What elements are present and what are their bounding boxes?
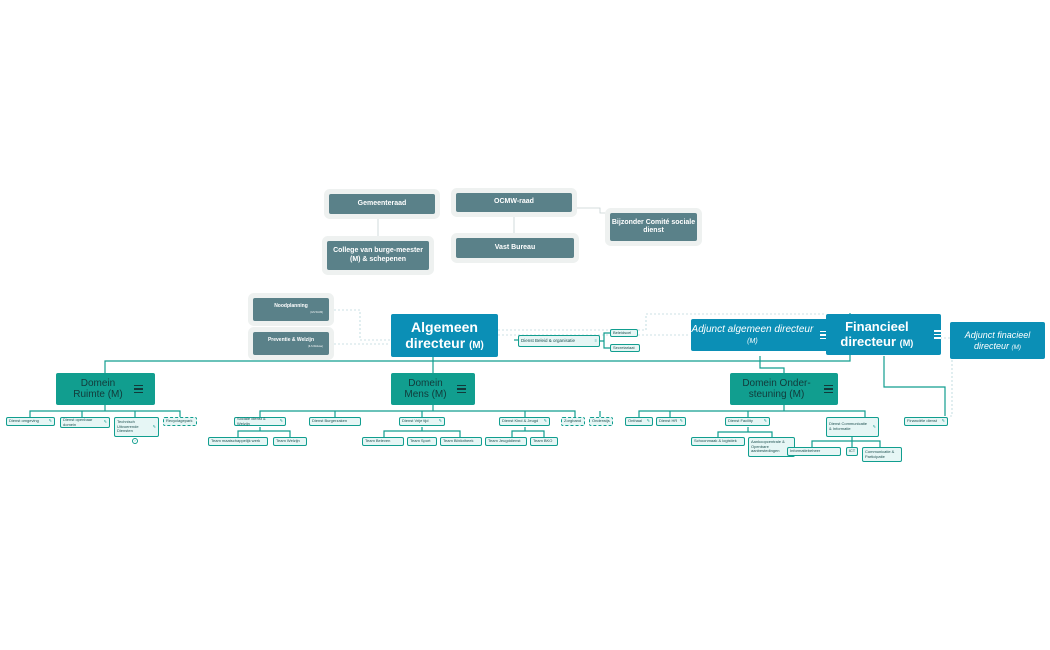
dienst-omgeving-label: Dienst omgeving (9, 418, 39, 424)
preventie-label: Preventie & Welzijn (267, 336, 315, 343)
notes-icon (933, 328, 941, 341)
notes-icon (134, 383, 143, 396)
domein-mens-label: Domein Mens (M) (404, 377, 447, 401)
preventie-sub: (ILS Woluwe) (308, 345, 323, 349)
domein-ondersteuning-node[interactable]: Domein Onder-steuning (M) (730, 373, 838, 405)
vrije-tijd-node[interactable]: Dienst Vrije tijd ✎ (399, 417, 445, 426)
edit-icon: ✎ (941, 418, 945, 424)
team-maatschappelijk-node[interactable]: Team maatschappelijk werk (208, 437, 268, 446)
edit-icon: ✎ (279, 418, 283, 424)
notes-icon (823, 383, 833, 396)
communicatie-label: Dienst Communicatie & Informatie (829, 421, 868, 431)
dienst-beleid-node[interactable]: Dienst Beleid & organisatie ≡ (518, 335, 600, 347)
dienst-openbaar-domein-node[interactable]: Dienst openbaar domein ✎ (60, 417, 110, 428)
noodplanning-sub: (ILS WI-80) (310, 311, 323, 315)
domein-ondersteuning-label: Domein Onder-steuning (M) (742, 377, 811, 401)
collapse-icon[interactable]: › (132, 438, 138, 444)
financieel-directeur-node[interactable]: Financieel directeur (M) (826, 314, 941, 355)
sociale-dienst-label: Sociale dienst & Welzijn (237, 415, 266, 426)
dienst-hr-label: Dienst HR (659, 418, 678, 424)
edit-icon: ✎ (679, 418, 683, 424)
technisch-label: Technisch Uitvoerende Diensten (117, 419, 139, 434)
burgerzaken-node[interactable]: Dienst Burgerzaken (309, 417, 361, 426)
domein-ruimte-node[interactable]: Domein Ruimte (M) (56, 373, 155, 405)
adjunct-algemeen-node[interactable]: Adjunct algemeen directeur (M) (691, 319, 828, 351)
financieel-directeur-label: Financieel directeur (840, 318, 909, 349)
secretariaat-node[interactable]: Secretariaat (610, 344, 640, 352)
sociale-dienst-node[interactable]: Sociale dienst & Welzijn ✎ (234, 415, 286, 426)
ict-node[interactable]: ICT (846, 447, 858, 456)
preventie-node[interactable]: Preventie & Welzijn (ILS Woluwe) (253, 332, 329, 355)
notes-icon: ≡ (594, 337, 597, 343)
informatiebeheer-node[interactable]: Informatiebeheer (787, 447, 841, 456)
algemeen-directeur-node[interactable]: Algemeen directeur (M) (391, 314, 498, 357)
facility-node[interactable]: Dienst Facility ✎ (725, 417, 770, 426)
college-node[interactable]: College van burge-meester (M) & schepene… (327, 241, 429, 270)
bijzonder-comite-node[interactable]: Bijzonder Comité sociale dienst (610, 213, 697, 241)
team-bibliotheek-node[interactable]: Team Bibliotheek (440, 437, 482, 446)
edit-icon: ✎ (438, 418, 442, 424)
aankoop-node[interactable]: Aankoopcentrale & Openbare aanbestedinge… (748, 437, 795, 457)
edit-icon: ✎ (48, 418, 52, 424)
edit-icon: ✎ (103, 419, 107, 425)
edit-icon: ✎ (152, 423, 156, 429)
onthaal-label: Onthaal (628, 418, 643, 424)
gemeenteraad-node[interactable]: Gemeenteraad (329, 194, 435, 214)
schoonmaak-node[interactable]: Schoonmaak & logistiek (691, 437, 745, 446)
team-jeugddienst-node[interactable]: Team Jeugddienst (485, 437, 527, 446)
beleidscel-node[interactable]: Beleidscel (610, 329, 638, 337)
edit-icon: ✎ (543, 418, 547, 424)
edit-icon: ✎ (646, 418, 650, 424)
team-bko-node[interactable]: Team BKO (530, 437, 558, 446)
ocmw-raad-node[interactable]: OCMW-raad (456, 193, 572, 212)
zorgband-node[interactable]: Zorgband (561, 417, 585, 426)
adjunct-financieel-node[interactable]: Adjunct finacieel directeur (M) (950, 322, 1045, 359)
financiele-dienst-label: Financiële dienst (907, 418, 938, 424)
vrije-tijd-label: Dienst Vrije tijd (402, 418, 429, 424)
edit-icon: ✎ (763, 418, 767, 424)
adjunct-algemeen-label: Adjunct algemeen directeur (691, 323, 814, 335)
adjunct-financieel-suffix: (M) (1011, 343, 1021, 351)
onthaal-node[interactable]: Onthaal✎ (625, 417, 653, 426)
recyclagepark-node[interactable]: Recyclagepark (163, 417, 197, 426)
vast-bureau-node[interactable]: Vast Bureau (456, 238, 574, 258)
team-sport-node[interactable]: Team Sport (407, 437, 437, 446)
team-beleven-node[interactable]: Team Beleven (362, 437, 404, 446)
financiele-dienst-node[interactable]: Financiële dienst✎ (904, 417, 948, 426)
kind-jeugd-label: Dienst Kind & Jeugd (502, 418, 539, 424)
technisch-node[interactable]: Technisch Uitvoerende Diensten ✎ (114, 417, 159, 437)
dienst-beleid-label: Dienst Beleid & organisatie (521, 338, 576, 344)
communicatie-node[interactable]: Dienst Communicatie & Informatie ✎ (826, 417, 879, 437)
team-welzijn-node[interactable]: Team Welzijn (273, 437, 307, 446)
noodplanning-label: Noodplanning (274, 302, 308, 309)
edit-icon: ✎ (872, 423, 876, 429)
algemeen-directeur-suffix: (M) (469, 340, 484, 352)
communicatie-participatie-node[interactable]: Communicatie & Participatie (862, 447, 902, 462)
adjunct-algemeen-suffix: (M) (747, 338, 758, 345)
dienst-omgeving-node[interactable]: Dienst omgeving ✎ (6, 417, 55, 426)
financieel-directeur-suffix: (M) (899, 337, 914, 348)
notes-icon (456, 383, 466, 396)
onderwijs-node[interactable]: Onderwijs (589, 417, 613, 426)
domein-mens-node[interactable]: Domein Mens (M) (391, 373, 475, 405)
dienst-openbaar-domein-label: Dienst openbaar domein (63, 416, 93, 427)
algemeen-directeur-label: Algemeen directeur (405, 319, 478, 352)
noodplanning-node[interactable]: Noodplanning (ILS WI-80) (253, 298, 329, 321)
notes-icon (819, 329, 828, 342)
facility-label: Dienst Facility (728, 418, 753, 424)
kind-jeugd-node[interactable]: Dienst Kind & Jeugd ✎ (499, 417, 550, 426)
adjunct-financieel-label: Adjunct finacieel directeur (964, 330, 1031, 351)
dienst-hr-node[interactable]: Dienst HR✎ (656, 417, 686, 426)
domein-ruimte-label: Domein Ruimte (M) (73, 377, 123, 401)
